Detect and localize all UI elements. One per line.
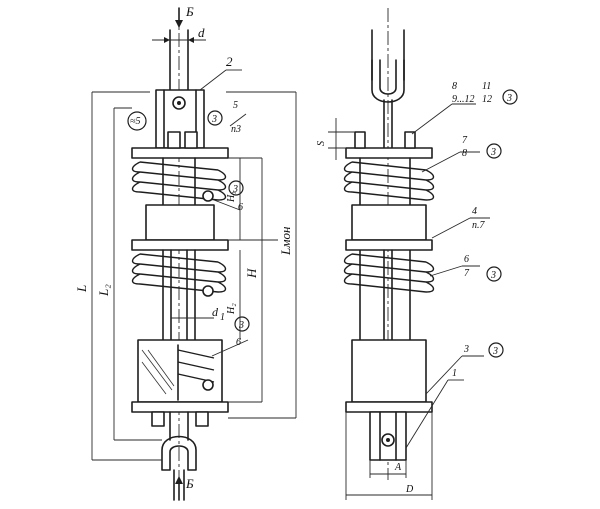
- dim-d1-sub: 1: [220, 312, 225, 323]
- left-view: Б d: [74, 4, 297, 501]
- item-7-top: 7: [462, 135, 468, 146]
- dim-vertical-H1: H₁: [226, 158, 278, 241]
- item-5-bottom: п3: [231, 124, 241, 135]
- item-6-right-top: 6: [464, 254, 469, 265]
- plate-mark-label: ≈5: [130, 116, 141, 127]
- bottom-clevis: Б: [161, 411, 197, 501]
- dim-vertical-H2: H₂: [226, 250, 241, 340]
- upper-spring-right: [343, 161, 435, 201]
- item-6-label: 6: [238, 202, 243, 213]
- leader-item-2: 2: [199, 54, 242, 91]
- dim-vertical-Lmon: Lмон: [226, 91, 297, 419]
- lower-spring: [131, 253, 227, 297]
- item-5-top: 5: [233, 100, 238, 111]
- dim-S: S: [316, 118, 355, 160]
- section-mark-top: Б: [185, 4, 194, 19]
- leader-item-5: 5 п3: [229, 100, 247, 135]
- dim-S-label: S: [316, 141, 327, 146]
- callout-low-3: 3 6: [211, 316, 250, 357]
- top-plate: [131, 131, 229, 159]
- section-mark-bottom: Б: [185, 476, 194, 491]
- dim-L-label: L: [74, 285, 89, 293]
- dim-H-label: H: [244, 268, 259, 279]
- leader-item-7: 7 8 3: [421, 135, 502, 173]
- item-11-bottom: 12: [482, 94, 492, 105]
- item-2-circle-label: 3: [211, 114, 217, 125]
- plate-mark: ≈5: [127, 111, 147, 131]
- item-11-top: 11: [482, 81, 491, 92]
- item-6b-circle-label: 3: [238, 320, 244, 331]
- lower-housing: [131, 339, 229, 427]
- item-6-right-bottom: 7: [464, 268, 470, 279]
- item-8-bottom: 9...12: [452, 94, 475, 105]
- dim-d-label: d: [198, 25, 205, 40]
- item-4-top: 4: [472, 206, 477, 217]
- leader-item-1: 1: [405, 368, 464, 449]
- dim-d1: d 1: [171, 305, 225, 323]
- dim-L2-label: L₂: [96, 284, 111, 297]
- right-view: S: [316, 8, 518, 500]
- middle-block: [131, 204, 229, 251]
- dim-D-label: D: [405, 484, 414, 495]
- dim-A-label: A: [394, 462, 402, 473]
- leader-item-4: 4 п.7: [431, 206, 490, 239]
- dim-d1-label: d: [212, 305, 219, 319]
- item-6b-label: 6: [236, 337, 241, 348]
- lower-housing-right: [345, 339, 433, 461]
- item-4-bottom: п.7: [472, 220, 486, 231]
- dim-vertical-L2: L₂: [96, 107, 162, 441]
- item-7-bottom: 8: [462, 148, 467, 159]
- lower-spring-right: [343, 249, 435, 341]
- item-8-top: 8: [452, 81, 457, 92]
- item-6-right-circle: 3: [490, 270, 496, 281]
- dim-A: A: [369, 460, 407, 478]
- upper-spring: [131, 157, 227, 206]
- dim-vertical-H: H: [228, 157, 263, 403]
- leader-item-8: 8 9...12 11 12 3: [411, 81, 518, 135]
- middle-block-right: [345, 204, 433, 251]
- dim-d: d: [152, 25, 206, 43]
- dim-D: D: [345, 412, 433, 500]
- item-3-label: 3: [463, 344, 469, 355]
- item-1-label: 1: [452, 368, 457, 379]
- leader-item-3: 3 3: [425, 342, 504, 395]
- guide-rods: [162, 249, 196, 341]
- dim-Lmon-label: Lмон: [278, 227, 293, 256]
- dim-H1-label: H₁: [226, 191, 237, 203]
- callout-mid-3: 3 6: [213, 180, 244, 213]
- item-2-label: 2: [226, 54, 233, 69]
- section-arrow-top: Б: [175, 4, 194, 28]
- item-8-circle: 3: [506, 93, 512, 104]
- item-6-circle-label: 3: [232, 184, 238, 195]
- dim-H2-label: H₂: [226, 303, 237, 315]
- item-7-circle: 3: [490, 147, 496, 158]
- leader-item-6-right: 6 7 3: [429, 254, 502, 282]
- item-3-circle: 3: [492, 346, 498, 357]
- top-rod: [169, 10, 189, 500]
- callout-top-3: 3: [207, 110, 223, 126]
- dim-vertical-L: L: [74, 91, 162, 461]
